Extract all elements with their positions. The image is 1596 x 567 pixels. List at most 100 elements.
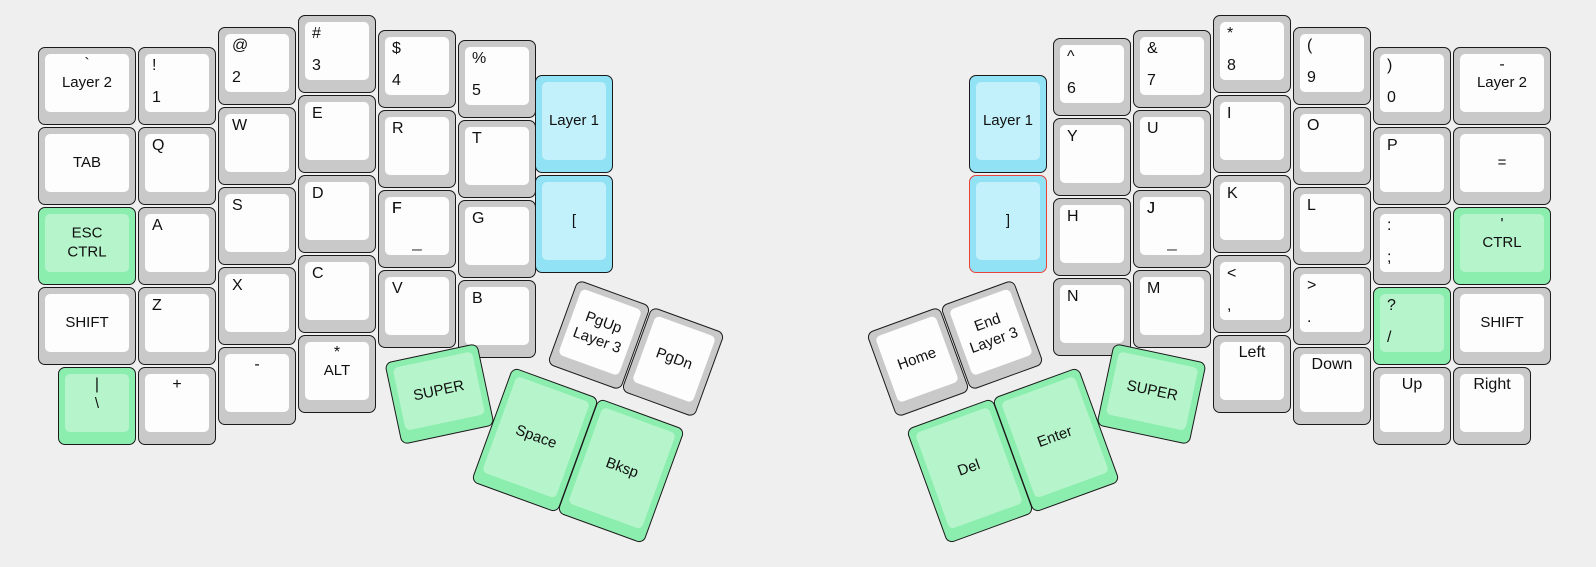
keycap-surface-l-g: G [465,207,529,265]
key-l-c[interactable]: C [298,255,376,333]
key-r-equal[interactable]: = [1453,127,1551,205]
key-r-u[interactable]: U [1133,110,1211,188]
key-r-ctrl[interactable]: 'CTRL [1453,207,1551,285]
key-l-1[interactable]: !1 [138,47,216,125]
homing-bump-indicator-l-f: _ [412,232,422,252]
key-legend-primary-l-t: T [472,130,482,147]
key-l-x[interactable]: X [218,267,296,345]
key-l-w[interactable]: W [218,107,296,185]
key-legend-shifted-l-alt: * [333,344,341,361]
key-l-b[interactable]: B [458,280,536,358]
keycap-surface-l-1: !1 [145,54,209,112]
keycap-surface-l-s: S [225,194,289,252]
key-r-super[interactable]: SUPER [1096,343,1207,445]
key-r-h[interactable]: H [1053,198,1131,276]
key-r-layer2[interactable]: -Layer 2 [1453,47,1551,125]
key-r-0[interactable]: )0 [1373,47,1451,125]
key-l-d[interactable]: D [298,175,376,253]
homing-bump-indicator-r-j: _ [1167,232,1177,252]
key-legend-primary-r-del: Del [955,455,983,480]
key-r-layer1[interactable]: Layer 1 [969,75,1047,173]
key-legend-primary-r-0: 0 [1387,89,1396,107]
key-r-7[interactable]: &7 [1133,30,1211,108]
key-l-super[interactable]: SUPER [384,343,495,445]
key-r-slash[interactable]: ?/ [1373,287,1451,365]
key-l-3[interactable]: #3 [298,15,376,93]
key-legend-primary-l-alt: ALT [323,362,351,380]
key-legend-primary-r-n: N [1067,288,1079,305]
keycap-surface-l-v: V [385,277,449,335]
key-r-i[interactable]: I [1213,95,1291,173]
key-l-pipe[interactable]: |\ [58,367,136,445]
key-l-4[interactable]: $4 [378,30,456,108]
key-legend-shifted-l-5: % [472,50,487,67]
key-legend-primary-r-9: 9 [1307,69,1316,87]
key-l-e[interactable]: E [298,95,376,173]
keycap-surface-l-q: Q [145,134,209,192]
keycap-surface-l-2: @2 [225,34,289,92]
key-l-tab[interactable]: TAB [38,127,136,205]
key-l-2[interactable]: @2 [218,27,296,105]
key-r-l[interactable]: L [1293,187,1371,265]
key-l-t[interactable]: T [458,120,536,198]
keycap-surface-l-e: E [305,102,369,160]
key-r-p[interactable]: P [1373,127,1451,205]
key-l-layer2[interactable]: `Layer 2 [38,47,136,125]
key-l-shift[interactable]: SHIFT [38,287,136,365]
key-r-up[interactable]: Up [1373,367,1451,445]
key-legend-primary-l-v: V [392,280,403,297]
key-r-left[interactable]: Left [1213,335,1291,413]
key-legend-primary-l-3: 3 [312,57,321,75]
key-l-5[interactable]: %5 [458,40,536,118]
key-legend-shifted-r-slash: ? [1387,297,1396,314]
key-r-right[interactable]: Right [1453,367,1531,445]
key-l-a[interactable]: A [138,207,216,285]
key-r-y[interactable]: Y [1053,118,1131,196]
key-l-q[interactable]: Q [138,127,216,205]
keycap-surface-r-7: &7 [1140,37,1204,95]
key-legend-primary-r-6: 6 [1067,80,1076,98]
key-l-v[interactable]: V [378,270,456,348]
key-r-period[interactable]: >. [1293,267,1371,345]
key-legend-primary-l-s: S [232,197,243,214]
key-r-down[interactable]: Down [1293,347,1371,425]
keycap-surface-l-plus: + [145,374,209,432]
key-r-k[interactable]: K [1213,175,1291,253]
key-l-minus[interactable]: - [218,347,296,425]
key-r-rbracket[interactable]: ] [969,175,1047,273]
key-l-g[interactable]: G [458,200,536,278]
key-r-9[interactable]: (9 [1293,27,1371,105]
key-legend-shifted-r-0: ) [1387,57,1393,74]
keycap-surface-r-k: K [1220,182,1284,240]
keycap-surface-r-comma: <, [1220,262,1284,320]
key-legend-shifted-r-9: ( [1307,37,1313,54]
key-legend-primary-r-end: End Layer 3 [967,309,1021,357]
key-l-alt[interactable]: *ALT [298,335,376,413]
key-r-8[interactable]: *8 [1213,15,1291,93]
key-l-plus[interactable]: + [138,367,216,445]
key-l-r[interactable]: R [378,110,456,188]
keycap-surface-l-t: T [465,127,529,185]
key-l-lbracket[interactable]: [ [535,175,613,273]
key-r-semi[interactable]: :; [1373,207,1451,285]
key-l-s[interactable]: S [218,187,296,265]
key-l-escctrl[interactable]: ESC CTRL [38,207,136,285]
key-r-n[interactable]: N [1053,278,1131,356]
key-r-6[interactable]: ^6 [1053,38,1131,116]
keycap-surface-l-z: Z [145,294,209,352]
key-r-shift[interactable]: SHIFT [1453,287,1551,365]
key-l-layer1[interactable]: Layer 1 [535,75,613,173]
keycap-surface-r-0: )0 [1380,54,1444,112]
key-r-o[interactable]: O [1293,107,1371,185]
key-legend-primary-r-semi: ; [1387,249,1392,267]
key-legend-shifted-l-2: @ [232,37,249,54]
key-legend-shifted-r-8: * [1227,25,1234,42]
key-r-m[interactable]: M [1133,270,1211,348]
keycap-surface-r-down: Down [1300,354,1364,412]
key-r-comma[interactable]: <, [1213,255,1291,333]
keycap-surface-r-u: U [1140,117,1204,175]
key-l-z[interactable]: Z [138,287,216,365]
